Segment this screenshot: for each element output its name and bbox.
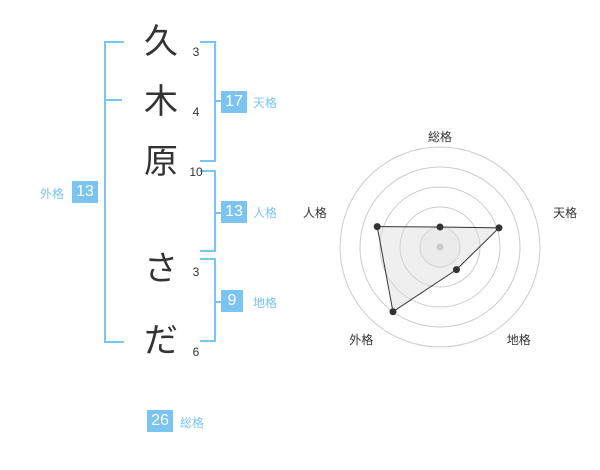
name-char-4: さ xyxy=(144,249,178,289)
radar-axis-label: 天格 xyxy=(553,205,577,220)
soukaku-value: 26 xyxy=(147,410,173,432)
radar-series-polygon xyxy=(376,226,501,313)
stroke-count-3: 10 xyxy=(189,165,203,179)
gaikaku-label: 外格 xyxy=(40,187,65,201)
radar-point xyxy=(452,266,460,274)
radar-point xyxy=(436,223,444,231)
jinkaku-bracket-tick xyxy=(214,212,222,214)
tenkaku-label: 天格 xyxy=(253,96,278,110)
radar-axis-label: 人格 xyxy=(303,205,327,220)
gaikaku-value: 13 xyxy=(72,181,98,203)
radar-axis-label: 地格 xyxy=(507,332,531,347)
chikaku-bracket-tick xyxy=(214,301,222,303)
name-char-5: だ xyxy=(144,321,178,361)
name-char-2: 木 xyxy=(144,82,178,122)
name-char-3: 原 xyxy=(144,142,178,182)
radar-point xyxy=(495,224,503,232)
stroke-count-1: 3 xyxy=(192,45,200,59)
chikaku-value: 9 xyxy=(221,290,243,312)
jinkaku-bracket xyxy=(200,170,216,252)
radar-ring xyxy=(379,186,501,308)
gaikaku-bracket-tick xyxy=(104,99,122,101)
gaikaku-bracket xyxy=(104,41,124,343)
stroke-count-5: 6 xyxy=(192,345,200,359)
radar-point xyxy=(389,308,397,316)
radar-ring xyxy=(359,166,521,328)
radar-axis-label: 総格 xyxy=(428,129,452,144)
chikaku-bracket xyxy=(200,258,216,342)
chikaku-label: 地格 xyxy=(253,296,278,310)
jinkaku-value: 13 xyxy=(221,201,247,223)
name-char-1: 久 xyxy=(144,22,178,62)
tenkaku-bracket-tick xyxy=(214,100,222,102)
radar-point xyxy=(373,223,381,231)
soukaku-label: 総格 xyxy=(180,416,205,430)
radar-center xyxy=(436,243,444,251)
stroke-count-2: 4 xyxy=(192,105,200,119)
stroke-count-4: 3 xyxy=(192,265,200,279)
radar-axis-label: 外格 xyxy=(349,332,373,347)
tenkaku-value: 17 xyxy=(221,91,247,113)
jinkaku-label: 人格 xyxy=(253,206,278,220)
